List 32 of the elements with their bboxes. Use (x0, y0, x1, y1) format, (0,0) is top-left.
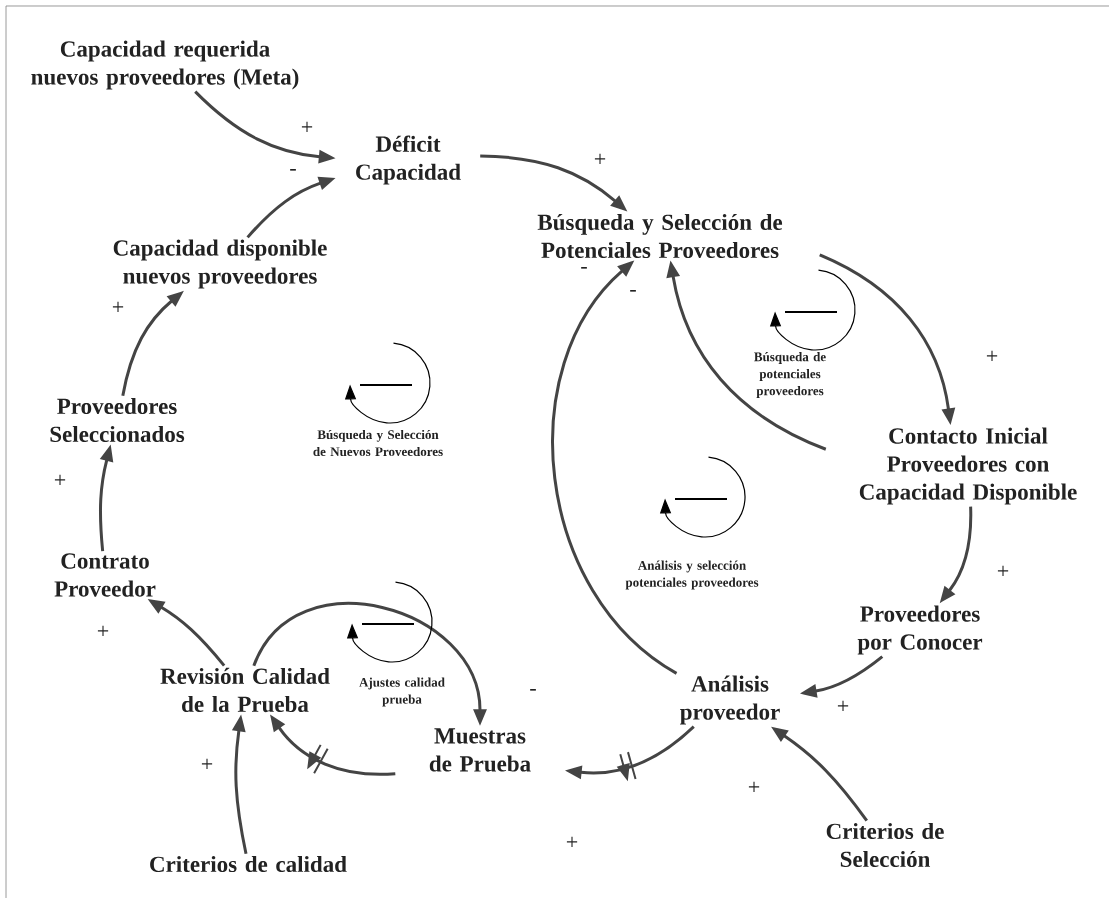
variable-label: Capacidad requerida nuevos proveedores (Meta) (31, 40, 299, 90)
variable-label: Proveedores por Conocer (857, 605, 983, 655)
polarity-sign: + (835, 699, 851, 715)
polarity-sign: - (288, 168, 298, 176)
loop-label: Análisis y selección potenciales proveedores (625, 560, 759, 590)
variable-label: Muestras de Prueba (429, 728, 531, 772)
variable-label: Búsqueda y Selección de Potenciales Proveedores (537, 213, 783, 259)
variable-label: Contrato Proveedor (54, 553, 156, 597)
variable-label: Contacto Inicial Proveedores con Capacidad Disponible (859, 427, 1077, 505)
polarity-sign: + (564, 835, 580, 851)
polarity-sign: + (52, 473, 68, 489)
polarity-sign: + (95, 624, 111, 640)
polarity-sign: + (199, 757, 215, 773)
polarity-sign: - (579, 266, 589, 274)
polarity-sign: - (628, 289, 638, 297)
polarity-sign: + (592, 152, 608, 168)
variable-label: Revisión Calidad de la Prueba (160, 667, 330, 713)
variable-label: Criterios de calidad (150, 855, 347, 873)
variable-label: Déficit Capacidad (356, 135, 461, 185)
variable-label: Análisis proveedor (680, 675, 780, 725)
polarity-sign: + (110, 300, 126, 316)
variable-label: Capacidad disponible nuevos proveedores (113, 239, 327, 289)
loop-label: Búsqueda y Selección de Nuevos Proveedores (313, 429, 443, 457)
loop-label: Búsqueda de potenciales proveedores (754, 352, 826, 398)
variable-label: Criterios de Selección (826, 822, 944, 868)
polarity-sign: + (746, 780, 762, 796)
polarity-sign: + (299, 120, 315, 136)
polarity-sign: + (995, 564, 1011, 580)
polarity-sign: - (528, 688, 538, 696)
variable-label: Proveedores Seleccionados (50, 397, 185, 443)
polarity-sign: + (984, 349, 1000, 365)
loop-label: Ajustes calidad prueba (359, 677, 445, 707)
